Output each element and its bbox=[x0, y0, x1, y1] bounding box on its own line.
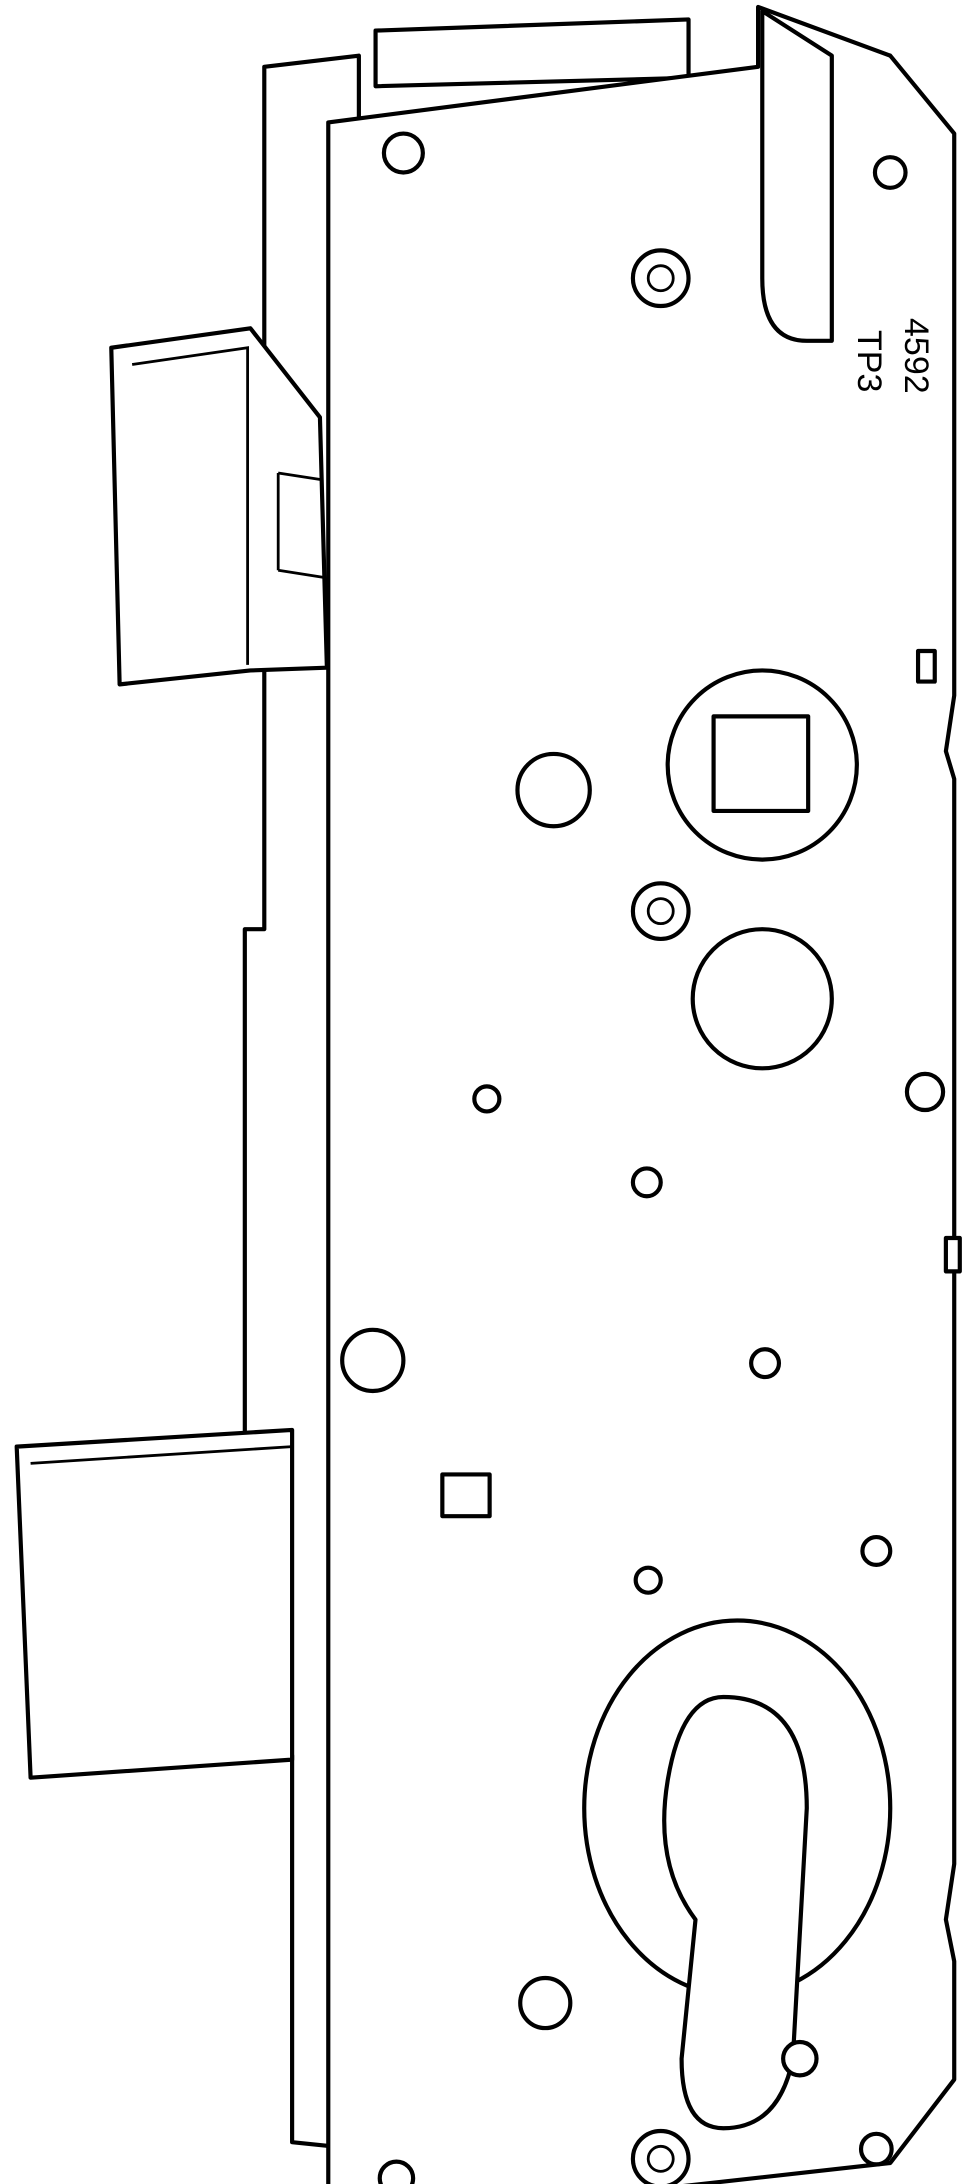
screw-icon bbox=[630, 248, 691, 309]
dead-bolt bbox=[14, 1427, 295, 1780]
square-spindle-hole bbox=[711, 714, 811, 814]
variant-label: TP3 bbox=[850, 330, 888, 393]
latch-bolt bbox=[109, 326, 329, 687]
top-block bbox=[373, 17, 691, 89]
euro-cylinder-hole bbox=[662, 1694, 809, 2131]
top-slot bbox=[760, 9, 834, 343]
screw-icon bbox=[630, 2128, 691, 2184]
screw-icon bbox=[630, 881, 691, 942]
part-number-label: 4592 bbox=[897, 318, 935, 394]
